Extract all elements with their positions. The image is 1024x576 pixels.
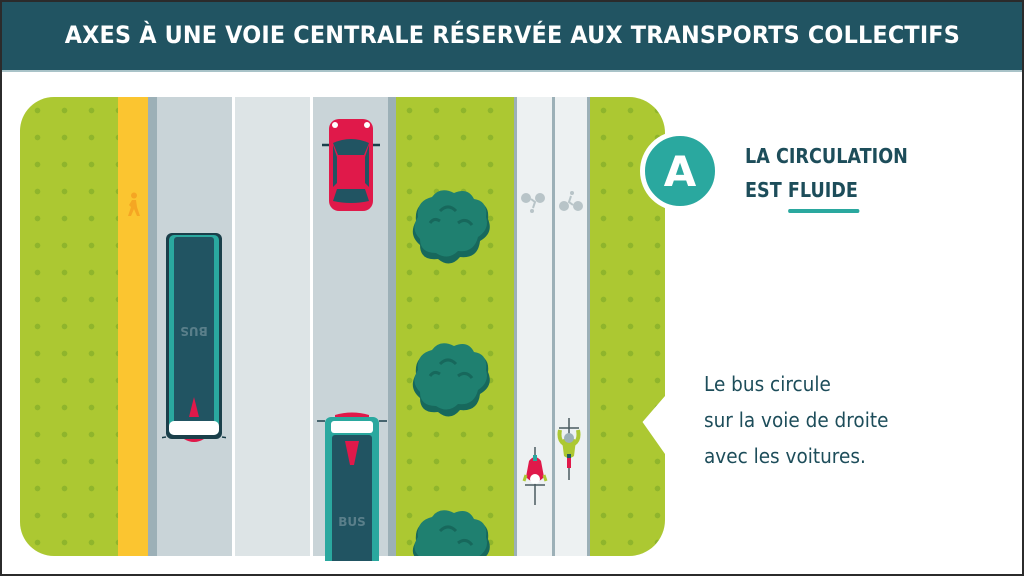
bicycle-icon xyxy=(521,193,545,213)
bike-lane-2 xyxy=(555,97,587,556)
curb-left xyxy=(148,97,157,556)
bike-lane-edge xyxy=(514,97,517,556)
heading-line-1: LA CIRCULATION xyxy=(745,144,908,168)
grass-median xyxy=(396,97,514,556)
street-diagram: BUS BUS xyxy=(0,97,1024,561)
heading-line-2: EST FLUIDE xyxy=(745,173,908,213)
cyclist-icon xyxy=(522,447,548,505)
svg-text:BUS: BUS xyxy=(180,324,208,338)
heading-highlight: FLUIDE xyxy=(787,173,860,213)
grass-left xyxy=(20,97,118,556)
page-title: AXES À UNE VOIE CENTRALE RÉSERVÉE AUX TR… xyxy=(64,21,960,49)
bicycle-icon xyxy=(559,191,583,211)
pedestrian-icon xyxy=(128,192,140,216)
svg-text:BUS: BUS xyxy=(338,515,366,529)
cyclist-icon xyxy=(557,418,581,480)
description-line: sur la voie de droite xyxy=(704,408,889,432)
scenario-heading: LA CIRCULATION EST FLUIDE xyxy=(745,139,908,213)
scenario-badge: A xyxy=(640,131,720,211)
lane-divider xyxy=(232,97,235,556)
badge-letter: A xyxy=(663,146,697,196)
central-lane xyxy=(235,97,310,556)
bike-lane-divider xyxy=(552,97,555,556)
tree-icon xyxy=(412,510,490,556)
bus-icon: BUS xyxy=(162,233,226,442)
car-icon xyxy=(322,119,380,211)
bus-icon: BUS xyxy=(317,412,387,561)
description-line: avec les voitures. xyxy=(704,444,866,468)
bike-lane-edge xyxy=(587,97,590,556)
sidewalk xyxy=(118,97,148,556)
curb-right xyxy=(388,97,396,556)
tree-icon xyxy=(412,343,490,417)
description-line: Le bus circule xyxy=(704,372,831,396)
tree-icon xyxy=(412,190,490,264)
heading-prefix: EST xyxy=(745,178,788,202)
scenario-description: Le bus circule sur la voie de droite ave… xyxy=(704,366,888,474)
header-banner: AXES À UNE VOIE CENTRALE RÉSERVÉE AUX TR… xyxy=(0,0,1024,72)
lane-divider xyxy=(310,97,313,556)
